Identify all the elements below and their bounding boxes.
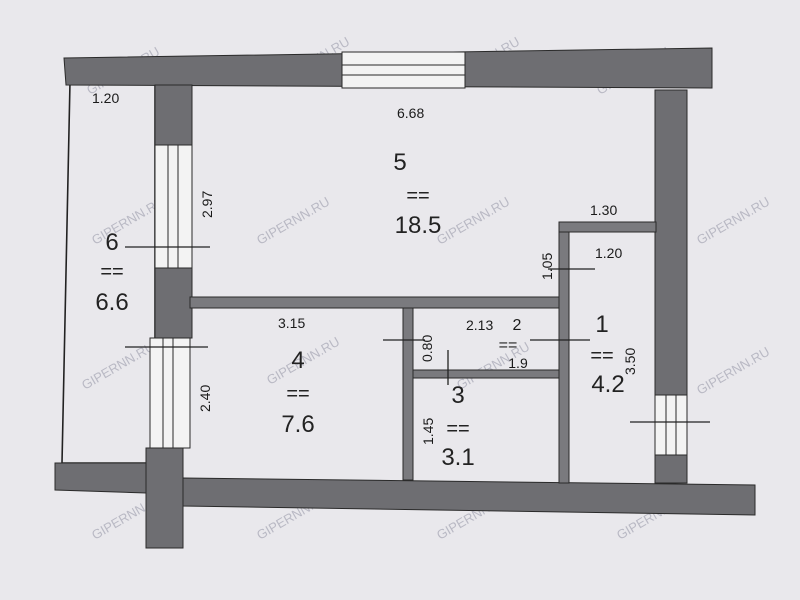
room-4-area: 7.6: [281, 411, 314, 438]
dim-room3-depth: 1.45: [420, 418, 436, 445]
section-marks: [125, 246, 710, 423]
partition-room3-top: [412, 369, 560, 379]
room-2-eq: ==: [499, 337, 518, 354]
dim-balcony-width: 1.20: [92, 90, 119, 106]
right-wall-lower: [654, 454, 688, 484]
window-left-lower: [149, 337, 191, 449]
dim-room4-depth: 2.40: [197, 385, 213, 412]
watermark: GIPERNN.RU: [254, 194, 332, 248]
room-6-eq: ==: [100, 261, 123, 283]
dim-room1-depth: 3.50: [622, 348, 638, 375]
right-wall-upper: [654, 89, 688, 396]
room-3-area: 3.1: [441, 444, 474, 471]
room-labels: 5 == 18.5 4 == 7.6 6 == 6.6 3 == 3.1 2 =…: [95, 149, 624, 471]
window-right: [654, 394, 688, 456]
partition-room3-left: [402, 307, 414, 481]
dim-bath-width: 2.13: [466, 317, 493, 333]
dim-room4-width: 3.15: [278, 315, 305, 331]
room-3-eq: ==: [446, 418, 469, 440]
left-wall-middle: [154, 267, 193, 339]
left-wall-upper: [154, 84, 193, 146]
window-top: [341, 51, 466, 89]
dim-corridor-width: 1.30: [590, 202, 617, 218]
room-4-number: 4: [291, 347, 304, 374]
room-1-eq: ==: [590, 345, 613, 367]
room-2-area: 1.9: [508, 355, 528, 371]
bottom-left-wall: [54, 462, 147, 494]
room-4-eq: ==: [286, 383, 309, 405]
room-6-number: 6: [105, 229, 118, 256]
partition-entry-top: [558, 221, 657, 233]
dim-entry-depth: 1.05: [539, 253, 555, 280]
room-3-number: 3: [451, 382, 464, 409]
dim-closet-depth: 0.80: [419, 335, 435, 362]
watermark: GIPERNN.RU: [694, 344, 772, 398]
room-2-number: 2: [513, 317, 522, 334]
partition-entry-left: [558, 227, 570, 484]
window-left-upper: [154, 144, 193, 269]
watermark: GIPERNN.RU: [434, 194, 512, 248]
left-wall-lower: [145, 447, 184, 549]
dimension-labels: 1.20 6.68 2.97 1.30 1.20 1.05 3.15 0.80 …: [92, 90, 638, 445]
room-6-area: 6.6: [95, 289, 128, 316]
room-5-number: 5: [393, 149, 406, 176]
dim-entry-width: 1.20: [595, 245, 622, 261]
watermark: GIPERNN.RU: [694, 194, 772, 248]
room-1-number: 1: [595, 311, 608, 338]
dim-top-width: 6.68: [397, 105, 424, 121]
room-1-area: 4.2: [591, 371, 624, 398]
partition-horizontal: [189, 296, 561, 309]
bottom-wall: [182, 477, 756, 516]
dim-room5-depth: 2.97: [199, 191, 215, 218]
room-5-eq: ==: [406, 185, 429, 207]
walls: [54, 47, 756, 549]
room-5-area: 18.5: [395, 212, 442, 239]
